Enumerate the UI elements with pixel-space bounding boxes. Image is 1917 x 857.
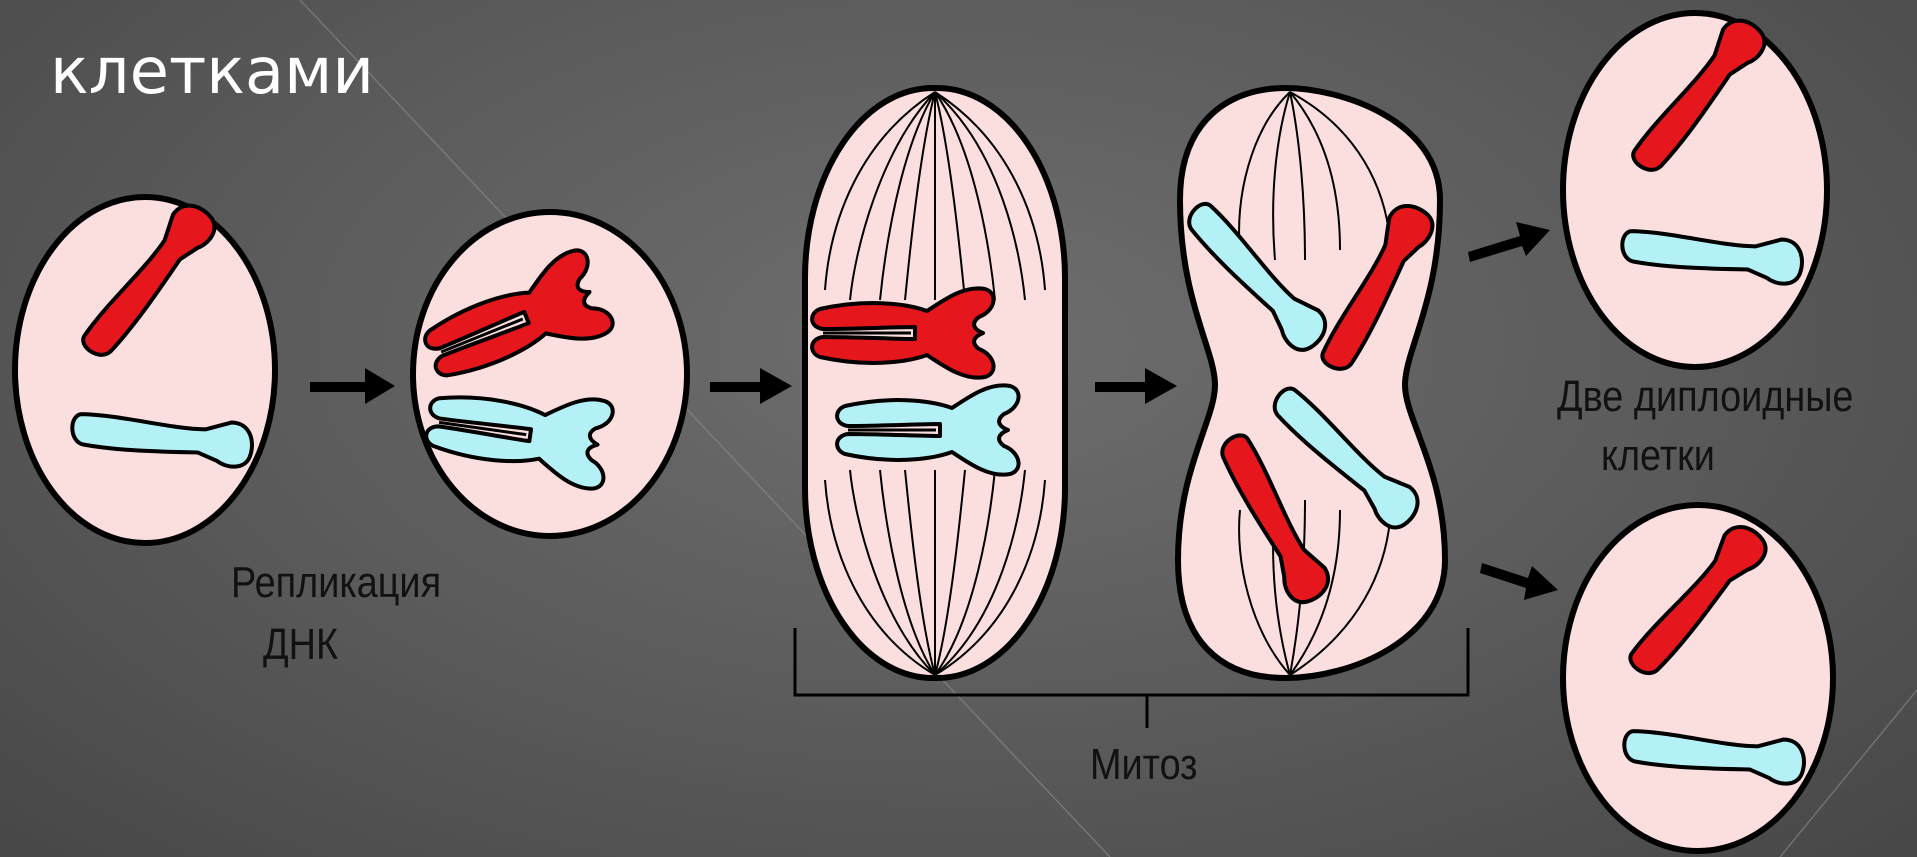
daughter-cells-label: Две диплоидные [1557,372,1853,423]
arrow-icon [1468,222,1550,262]
daughter-cells-label-cells: клетки [1601,431,1715,482]
replication-label-dna: ДНК [263,620,338,671]
parent-cell [15,197,275,543]
slide-title-line-2: клетками [50,40,374,104]
replicated-cell [413,212,687,536]
metaphase-cell [805,88,1065,678]
daughter-cell-bottom [1563,505,1833,851]
replication-label: Репликация [231,558,441,609]
mitosis-label: Митоз [1090,740,1198,791]
dividing-cell [1178,88,1445,678]
arrow-icon [310,368,395,404]
arrow-icon [1480,563,1558,600]
arrow-icon [1095,368,1177,404]
arrow-icon [710,368,792,404]
daughter-cell-top [1563,12,1827,367]
